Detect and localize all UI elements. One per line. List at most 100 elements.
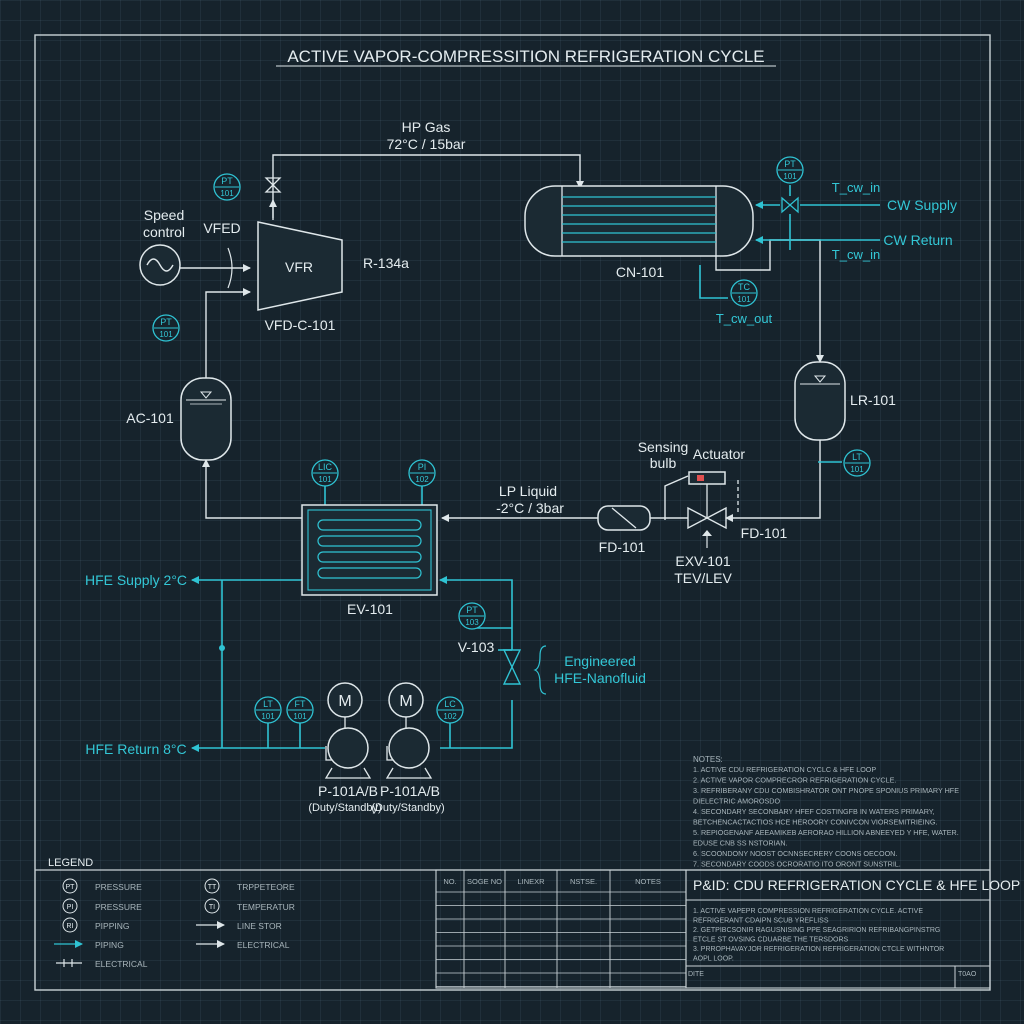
legend-item: PT PRESSURE bbox=[63, 879, 142, 893]
title-block-title: P&ID: CDU REFRIGERATION CYCLE & HFE LOOP bbox=[693, 877, 1020, 893]
instrument-number: 101 bbox=[783, 172, 797, 181]
legend-label: PRESSURE bbox=[95, 902, 142, 912]
accumulator-ac-101: AC-101 bbox=[126, 378, 231, 460]
pump-b-tag: P-101A/B bbox=[380, 783, 440, 799]
hp-gas-label: HP Gas bbox=[402, 119, 451, 135]
compressor-label: VFR bbox=[285, 259, 313, 275]
instrument-pt-comp: PT101 bbox=[214, 174, 240, 200]
hfe-return-label: HFE Return 8°C bbox=[85, 741, 186, 757]
pump-b-base bbox=[387, 768, 431, 778]
t-cw-out-label: T_cw_out bbox=[716, 311, 773, 326]
legend-item: LINE STOR bbox=[196, 921, 282, 931]
instrument-ft-pump: FT101 bbox=[287, 697, 313, 723]
instrument-pt-cond: PT101 bbox=[777, 157, 803, 183]
instrument-number: 101 bbox=[261, 712, 275, 721]
instrument-number: 101 bbox=[293, 712, 307, 721]
v103-valve-icon bbox=[504, 650, 520, 684]
legend-label: ELECTRICAL bbox=[95, 959, 148, 969]
note-line: 7. SECONDARY COODS OCRORATIO ITO ORONT S… bbox=[693, 860, 901, 869]
hp-gas-conditions: 72°C / 15bar bbox=[387, 136, 466, 152]
legend-symbol: TT bbox=[208, 884, 217, 891]
instrument-tag: LT bbox=[852, 452, 862, 462]
v103-tag: V-103 bbox=[458, 639, 495, 655]
nanofluid-label-2: HFE-Nanofluid bbox=[554, 670, 646, 686]
exv-tag: EXV-101 bbox=[675, 553, 730, 569]
motor-a-label: M bbox=[338, 693, 351, 710]
speed-control-label-2: control bbox=[143, 224, 185, 240]
filter-drier-tag-2: FD-101 bbox=[741, 525, 788, 541]
revision-header: SOGE NO bbox=[467, 877, 502, 886]
title-block: P&ID: CDU REFRIGERATION CYCLE & HFE LOOP… bbox=[686, 870, 1020, 988]
legend-symbol: PI bbox=[67, 904, 74, 911]
title-block-lines: 1. ACTIVE VAPEPR COMPRESSION REFRIGERATI… bbox=[693, 908, 944, 963]
hfe-supply-label: HFE Supply 2°C bbox=[85, 572, 187, 588]
hfe-junction bbox=[219, 645, 225, 651]
note-line: 3. REFRIBERANY CDU COMBISHRATOR ONT PNOP… bbox=[693, 786, 959, 795]
receiver-tag: LR-101 bbox=[850, 392, 896, 408]
instrument-pt-hfe: PT103 bbox=[459, 603, 485, 629]
instrument-tag: TC bbox=[738, 282, 750, 292]
exv-type: TEV/LEV bbox=[674, 570, 732, 586]
instrument-tag: LC bbox=[444, 699, 456, 709]
lp-liquid-conditions: -2°C / 3bar bbox=[496, 500, 564, 516]
exv-arrow-icon bbox=[702, 530, 712, 536]
legend-item: PIPING bbox=[54, 940, 124, 950]
note-line: 5. REPIOGENANF AEEAMIKEB AERORAO HILLION… bbox=[693, 828, 959, 837]
legend-symbol: TI bbox=[209, 904, 215, 911]
note-line: DIELECTRIC AMOROSDO bbox=[693, 797, 780, 806]
accumulator-tag: AC-101 bbox=[126, 410, 174, 426]
legend-items: PTPRESSUREPIPRESSURERIPIPPINGPIPINGELECT… bbox=[54, 879, 295, 969]
title-block-line: 1. ACTIVE VAPEPR COMPRESSION REFRIGERATI… bbox=[693, 908, 923, 915]
instrument-pi-evap: PI102 bbox=[409, 460, 435, 486]
legend-label: TEMPERATUR bbox=[237, 902, 295, 912]
legend-item: ELECTRICAL bbox=[196, 940, 290, 950]
t-cw-in-label-1: T_cw_in bbox=[832, 180, 880, 195]
notes-header: NOTES: bbox=[693, 755, 723, 764]
nanofluid-brace bbox=[535, 646, 546, 694]
instrument-tc-cond: TC 101 bbox=[731, 280, 757, 306]
note-line: EDUSE CNB SS NSTORIAN. bbox=[693, 839, 788, 848]
instrument-number: 101 bbox=[850, 465, 864, 474]
legend-label: PRESSURE bbox=[95, 882, 142, 892]
cw-supply-label: CW Supply bbox=[887, 197, 957, 213]
expansion-valve-exv-101: EXV-101 TEV/LEV Sensing bulb Actuator bbox=[638, 439, 746, 586]
instrument-number: 101 bbox=[159, 330, 173, 339]
title-block-sheet: T0AO bbox=[958, 971, 977, 978]
sensing-bulb-line bbox=[665, 476, 688, 520]
evaporator-ev-101: EV-101 bbox=[302, 505, 437, 617]
condenser-cn-101: CN-101 bbox=[525, 186, 753, 280]
legend-label: PIPPING bbox=[95, 921, 129, 931]
instrument-lt-receiver: LT 101 bbox=[844, 450, 870, 476]
instrument-number: 101 bbox=[737, 295, 751, 304]
revision-header: NOTES bbox=[635, 877, 661, 886]
speed-control-drive: Speed control VFED bbox=[140, 207, 241, 288]
legend-symbol: PT bbox=[66, 884, 76, 891]
instrument-tag: PT bbox=[160, 317, 172, 327]
pump-b-casing bbox=[389, 728, 429, 768]
diagram-title: ACTIVE VAPOR-COMPRESSITION REFRIGERATION… bbox=[287, 47, 764, 66]
nanofluid-label-1: Engineered bbox=[564, 653, 636, 669]
revision-header: NO. bbox=[443, 877, 456, 886]
sensing-bulb-label: Sensing bbox=[638, 439, 689, 455]
instrument-lc-pump: LC102 bbox=[437, 697, 463, 723]
title-block-date: DITE bbox=[688, 971, 704, 978]
accumulator-vessel bbox=[181, 378, 231, 460]
legend-label: PIPING bbox=[95, 940, 124, 950]
note-line: 4. SECONDARY SECONBARY HFEF COSTINGFB IN… bbox=[693, 807, 935, 816]
revision-header: LINEXR bbox=[517, 877, 545, 886]
legend-label: LINE STOR bbox=[237, 921, 282, 931]
legend-header: LEGEND bbox=[48, 857, 93, 869]
instrument-lt-pump: LT101 bbox=[255, 697, 281, 723]
pump-p-101b: M P-101A/B (Duty/Standby) bbox=[371, 683, 444, 814]
title-block-line: REFRIGERANT CDAIPN SCUB YREFLISS bbox=[693, 918, 829, 925]
cw-return-label: CW Return bbox=[883, 232, 952, 248]
valve-v-103: V-103 Engineered HFE-Nanofluid bbox=[458, 639, 646, 694]
revision-headers: NO.SOGE NOLINEXRNSTSE.NOTES bbox=[443, 877, 661, 886]
suction-line bbox=[206, 292, 250, 378]
title-block-line: AOPL LOOP. bbox=[693, 956, 734, 963]
receiver-vessel bbox=[795, 362, 845, 440]
note-line: BETCHENCACTACTIOS HCE HEROORY CONIVCON V… bbox=[693, 818, 937, 827]
legend-item: ELECTRICAL bbox=[56, 959, 148, 969]
speed-control-label: Speed bbox=[144, 207, 184, 223]
